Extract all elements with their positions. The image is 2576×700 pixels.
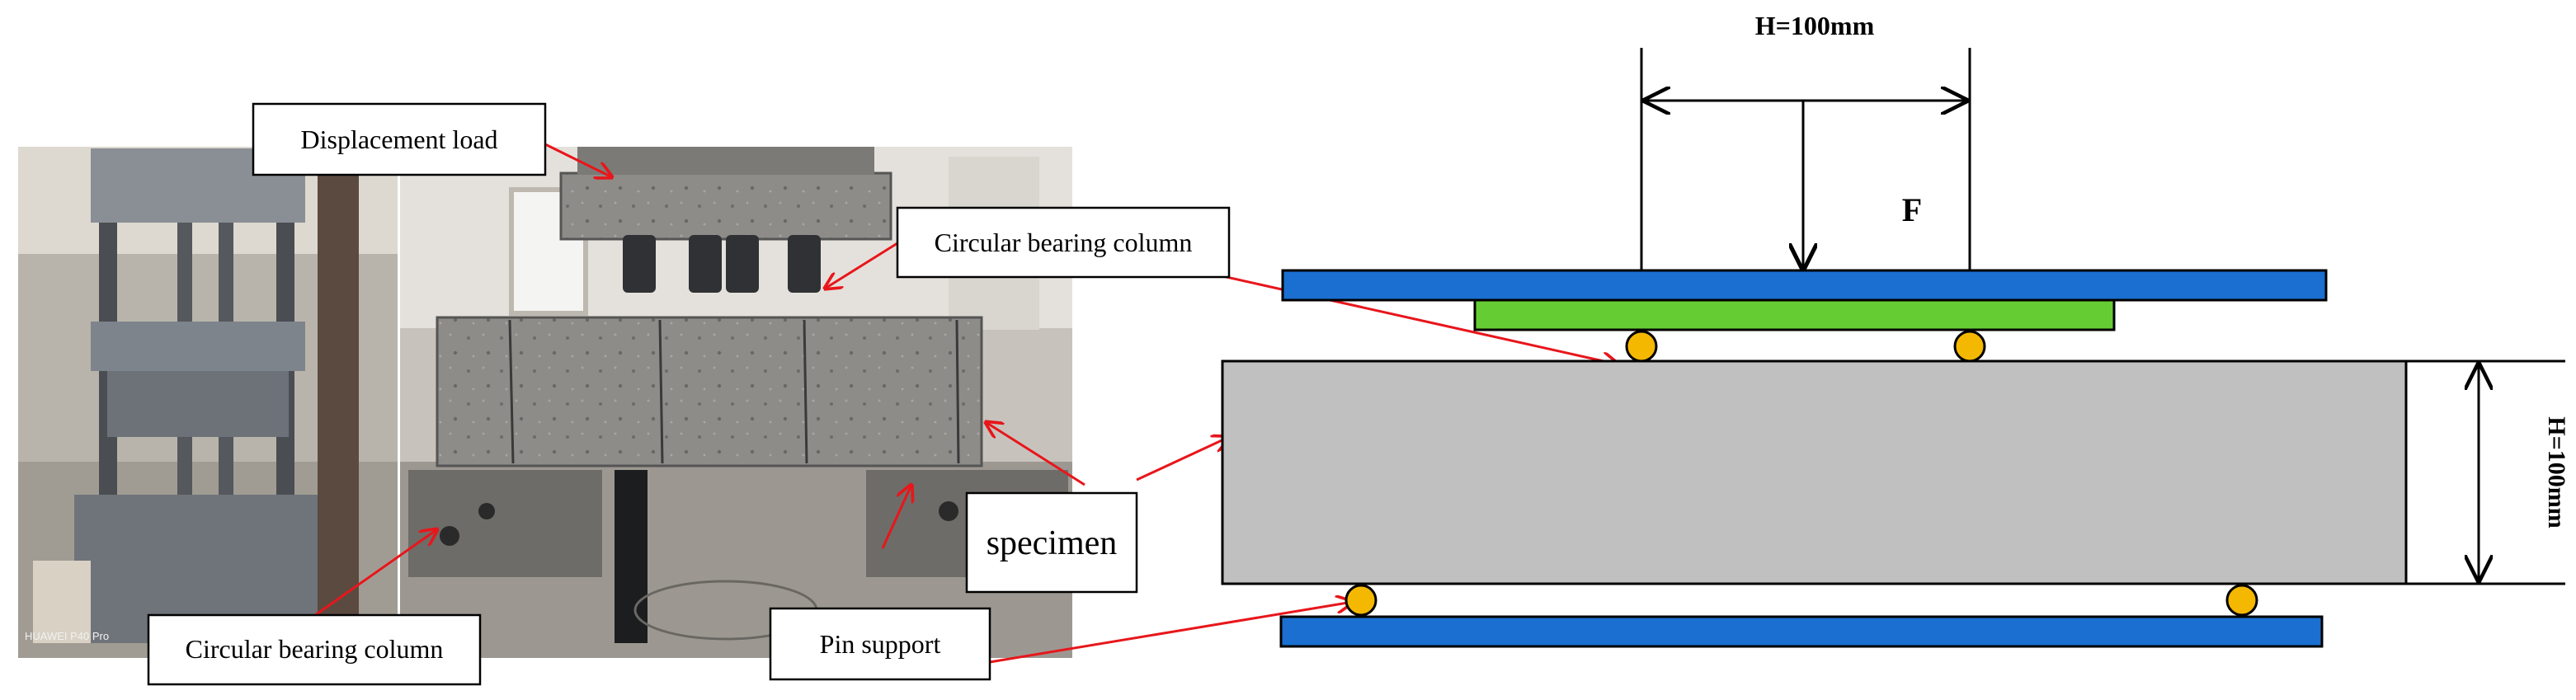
photo-annotation-arrows [303, 140, 1618, 664]
height-dimension: H=100mm [2406, 359, 2570, 585]
span-dimension: H=100mm [1640, 11, 1971, 272]
label-pin-support-text: Pin support [820, 629, 941, 659]
top-loading-plate [1281, 269, 2328, 302]
testing-machine-photo: HUAWEI P40 Pro [18, 147, 398, 658]
bottom-support-plate [1279, 615, 2324, 648]
top-roller-right [1953, 330, 1986, 363]
top-roller-left [1625, 330, 1658, 363]
support-roller-left [1345, 584, 1377, 617]
support-roller-right [2225, 584, 2258, 617]
label-specimen-text: specimen [987, 524, 1118, 562]
label-specimen: specimen [965, 491, 1138, 594]
loading-rollers-photo [623, 235, 821, 293]
schematic: H=100mm F H=100mm [1221, 11, 2570, 648]
spreader-beam [1473, 298, 2116, 331]
span-dimension-label: H=100mm [1755, 11, 1875, 40]
label-displacement-load-text: Displacement load [300, 124, 497, 154]
label-bearing-column-bottom-text: Circular bearing column [186, 634, 444, 664]
label-bearing-column-bottom: Circular bearing column [147, 613, 482, 686]
label-pin-support: Pin support [769, 607, 991, 681]
label-displacement-load: Displacement load [252, 102, 547, 176]
height-dimension-label: H=100mm [2543, 416, 2570, 528]
label-bearing-column-top: Circular bearing column [896, 206, 1231, 279]
label-bearing-column-top-text: Circular bearing column [935, 228, 1193, 257]
specimen-block [1221, 359, 2408, 585]
photo-watermark: HUAWEI P40 Pro [25, 630, 109, 642]
force-label: F [1902, 191, 1922, 228]
load-arrow: F [1803, 101, 1922, 269]
